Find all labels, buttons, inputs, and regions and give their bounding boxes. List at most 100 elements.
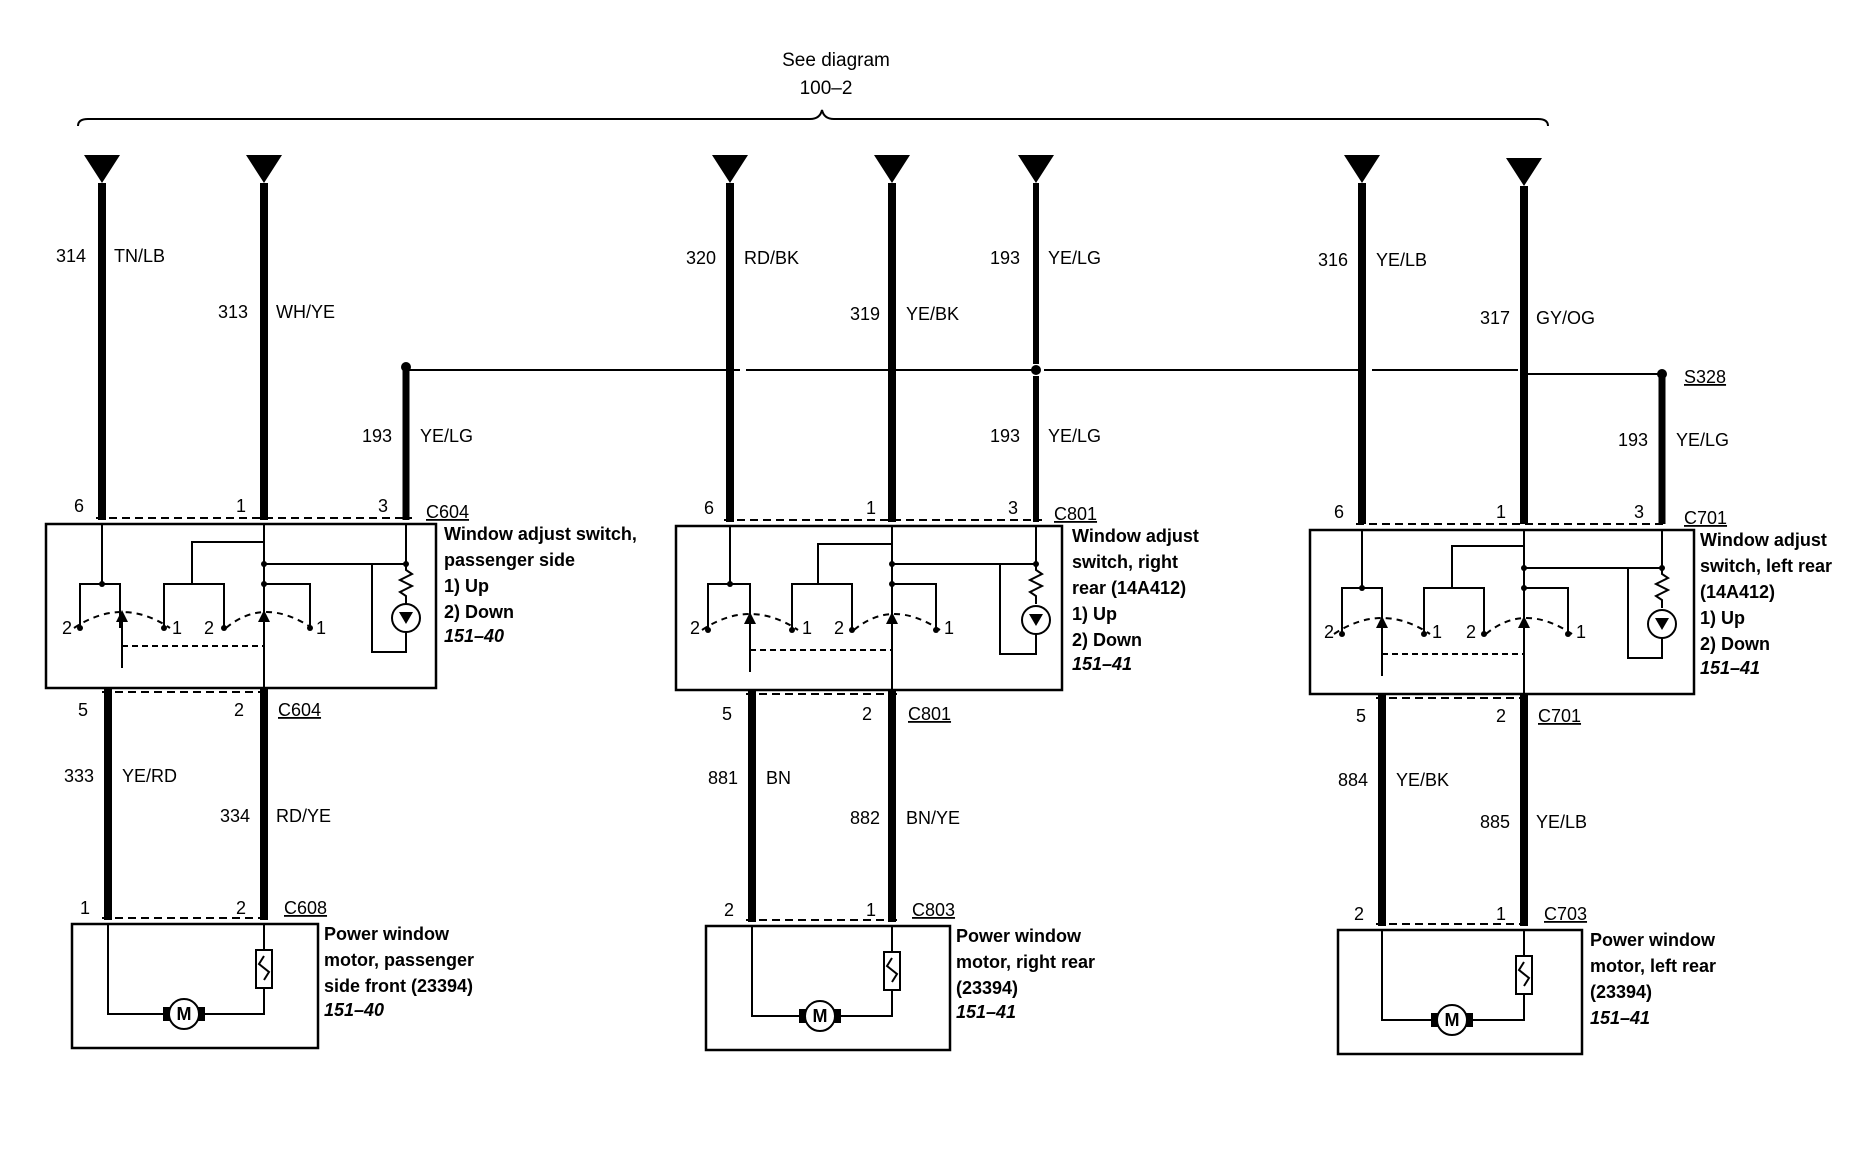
pos-2a-right: 2 (1324, 622, 1334, 642)
pin-1-right: 1 (1496, 502, 1506, 522)
wire-334-color: RD/YE (276, 806, 331, 826)
motor-m-mid: M (813, 1006, 828, 1026)
motor-ref-right: 151–41 (1590, 1008, 1650, 1028)
motor-ref-left: 151–40 (324, 1000, 384, 1020)
motor-desc-mid-1: Power window (956, 926, 1082, 946)
wire-193-mid-num: 193 (990, 426, 1020, 446)
pin-2-right: 2 (1496, 706, 1506, 726)
pin-6-right: 6 (1334, 502, 1344, 522)
pin-5-left: 5 (78, 700, 88, 720)
pos-1b-mid: 1 (944, 618, 954, 638)
wire-313-color: WH/YE (276, 302, 335, 322)
pin-5-mid: 5 (722, 704, 732, 724)
terminal-b-label: B (259, 162, 268, 178)
header-diagram-ref: 100–2 (800, 78, 853, 99)
motor-m-right: M (1445, 1010, 1460, 1030)
motor-desc-mid-2: motor, right rear (956, 952, 1095, 972)
led-mid (1029, 614, 1043, 626)
wire-193-mid-color: YE/LG (1048, 426, 1101, 446)
motor-symbol-mid (804, 1000, 836, 1032)
wire-193-left-num: 193 (362, 426, 392, 446)
wire-882-num: 882 (850, 808, 880, 828)
pin-3-right: 3 (1634, 502, 1644, 522)
wire-193-mid-top-num: 193 (990, 248, 1020, 268)
c803-label: C803 (912, 900, 955, 920)
pin-motor-2-right: 2 (1354, 904, 1364, 924)
terminal-i-label: I (1034, 162, 1038, 178)
switch-internals-mid (701, 526, 1051, 690)
switch-desc-left-4: 2) Down (444, 602, 514, 622)
c604-bottom-label: C604 (278, 700, 321, 720)
wire-317-num: 317 (1480, 308, 1510, 328)
c703-label: C703 (1544, 904, 1587, 924)
pin-motor-2-mid: 2 (724, 900, 734, 920)
led-right (1655, 618, 1669, 630)
terminal-d (1506, 158, 1542, 186)
wire-319-num: 319 (850, 304, 880, 324)
switch-box-right (1308, 528, 1696, 696)
switch-ref-right: 151–41 (1700, 658, 1760, 678)
middle-group: G F I 320 RD/BK 319 YE/BK 193 YE/LG 193 … (674, 155, 1199, 1052)
pin-motor-1-left: 1 (80, 898, 90, 918)
c604-top-label: C604 (426, 502, 469, 522)
pos-2b-mid: 2 (834, 618, 844, 638)
right-group: E D 316 YE/LB 317 GY/OG 193 YE/LG 6 1 3 … (1308, 155, 1832, 1056)
switch-desc-left-1: Window adjust switch, (444, 524, 637, 544)
pos-1b-right: 1 (1576, 622, 1586, 642)
left-group: C B 314 TN/LB 313 WH/YE 193 YE/LG 6 1 3 … (44, 155, 637, 1050)
motor-box-left (70, 922, 320, 1050)
pin-motor-1-right: 1 (1496, 904, 1506, 924)
switch-dots-right (1339, 565, 1665, 637)
wire-320-color: RD/BK (744, 248, 799, 268)
wire-317-color: GY/OG (1536, 308, 1595, 328)
c801-bottom-label: C801 (908, 704, 951, 724)
switch-ref-mid: 151–41 (1072, 654, 1132, 674)
terminal-b (246, 155, 282, 183)
switch-dots-left (77, 561, 409, 631)
splice-label: S328 (1684, 367, 1726, 387)
switch-desc-left-2: passenger side (444, 550, 575, 570)
wire-313-num: 313 (218, 302, 248, 322)
terminal-e-label: E (1357, 162, 1366, 178)
switch-desc-mid-1: Window adjust (1072, 526, 1199, 546)
motor-desc-left-3: side front (23394) (324, 976, 473, 996)
pos-2a-left: 2 (62, 618, 72, 638)
terminal-i (1018, 155, 1054, 183)
pin-motor-1-mid: 1 (866, 900, 876, 920)
pin-1-mid: 1 (866, 498, 876, 518)
wire-193-right-num: 193 (1618, 430, 1648, 450)
terminal-e (1344, 155, 1380, 183)
switch-desc-right-5: 2) Down (1700, 634, 1770, 654)
pos-2b-right: 2 (1466, 622, 1476, 642)
pin-motor-2-left: 2 (236, 898, 246, 918)
splice-dot-left (401, 362, 411, 372)
wire-319-color: YE/BK (906, 304, 959, 324)
pos-2b-left: 2 (204, 618, 214, 638)
wire-882-color: BN/YE (906, 808, 960, 828)
switch-desc-right-4: 1) Up (1700, 608, 1745, 628)
motor-ref-mid: 151–41 (956, 1002, 1016, 1022)
motor-m-left: M (177, 1004, 192, 1024)
splice-dot-mid (1031, 365, 1041, 375)
motor-desc-left-1: Power window (324, 924, 450, 944)
switch-box-mid (674, 524, 1064, 692)
switch-dots-mid (705, 561, 1039, 633)
terminal-c (84, 155, 120, 183)
switch-desc-mid-3: rear (14A412) (1072, 578, 1186, 598)
motor-desc-left-2: motor, passenger (324, 950, 474, 970)
wire-316-color: YE/LB (1376, 250, 1427, 270)
terminal-d-label: D (1519, 165, 1529, 181)
wire-320-num: 320 (686, 248, 716, 268)
switch-ref-left: 151–40 (444, 626, 504, 646)
pin-1-left: 1 (236, 496, 246, 516)
motor-desc-right-1: Power window (1590, 930, 1716, 950)
wire-316-num: 316 (1318, 250, 1348, 270)
pos-1b-left: 1 (316, 618, 326, 638)
switch-desc-mid-5: 2) Down (1072, 630, 1142, 650)
pos-1a-right: 1 (1432, 622, 1442, 642)
pin-6-left: 6 (74, 496, 84, 516)
led-left (399, 612, 413, 624)
c801-top-label: C801 (1054, 504, 1097, 524)
pos-2a-mid: 2 (690, 618, 700, 638)
pin-5-right: 5 (1356, 706, 1366, 726)
